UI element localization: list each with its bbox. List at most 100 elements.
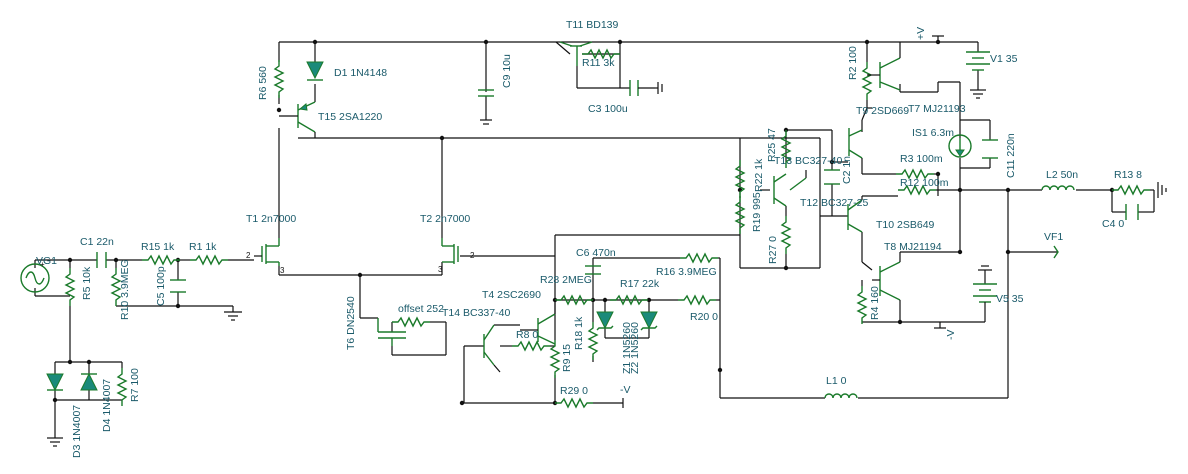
pin-t1-source: 3 <box>280 266 285 275</box>
label-d3: D3 1N4007 <box>71 405 83 458</box>
label-t4: T4 2SC2690 <box>482 289 541 301</box>
resistor-r1[interactable] <box>189 255 229 265</box>
label-vg1: VG1 <box>36 255 57 267</box>
label-r4: R4 160 <box>869 286 881 320</box>
transistor-t13[interactable] <box>773 173 807 207</box>
label-t2: T2 2n7000 <box>420 213 470 225</box>
label-t7: T7 MJ21193 <box>908 103 966 115</box>
label-r13: R13 8 <box>1114 169 1142 181</box>
transistor-t15[interactable] <box>279 101 316 138</box>
voltage-probe-vf1[interactable] <box>1053 245 1059 259</box>
label-t1: T1 2n7000 <box>246 213 296 225</box>
transistor-t4[interactable] <box>520 300 556 345</box>
resistor-r15[interactable] <box>141 255 181 265</box>
transistor-t12[interactable] <box>847 196 863 233</box>
label-r15: R15 1k <box>141 241 175 253</box>
label-r2: R2 100 <box>847 46 859 80</box>
ground-symbol-output <box>1157 182 1167 198</box>
capacitor-c2[interactable] <box>824 169 840 185</box>
label-c6: C6 470n <box>576 247 616 259</box>
resistor-r18[interactable] <box>588 321 598 361</box>
label-r28: R28 2MEG <box>540 274 592 286</box>
label-r20: R20 0 <box>690 311 718 323</box>
resistor-r8[interactable] <box>511 341 551 351</box>
pin-t2-gate: 2 <box>470 251 475 260</box>
inductor-l1[interactable] <box>824 393 858 399</box>
transistor-t11[interactable] <box>559 41 593 66</box>
resistor-r22[interactable] <box>735 159 745 199</box>
label-r19: R19 995 <box>751 192 763 232</box>
resistor-r6[interactable] <box>274 59 284 99</box>
resistor-r4[interactable] <box>857 285 867 325</box>
capacitor-c11[interactable] <box>982 139 998 159</box>
label-offset: offset 252 <box>398 303 444 315</box>
resistor-r13[interactable] <box>1111 185 1151 195</box>
diode-d4[interactable] <box>80 372 98 391</box>
component-labels: VG1 C1 22n R15 1k R1 1k T1 2n7000 T2 2n7… <box>36 19 1142 458</box>
capacitor-c4[interactable] <box>1125 204 1139 220</box>
label-r11: R11 3k <box>582 57 615 69</box>
label-r7: R7 100 <box>129 368 141 402</box>
label-c2: C2 1n <box>841 156 853 184</box>
label-t8: T8 MJ21194 <box>884 241 942 253</box>
ground-symbol-d3 <box>47 437 63 447</box>
resistor-r20[interactable] <box>677 295 717 305</box>
transistor-t1[interactable] <box>254 238 280 266</box>
label-r27: R27 0 <box>767 236 779 264</box>
junctions <box>52 39 1115 406</box>
resistor-r27[interactable] <box>781 215 791 255</box>
label-c3: C3 100u <box>588 103 628 115</box>
transistor-t6[interactable] <box>377 318 406 346</box>
inductor-l2[interactable] <box>1041 185 1075 191</box>
ground-symbol <box>224 311 242 321</box>
pin-t1-gate: 2 <box>246 251 251 260</box>
label-t10: T10 2SB649 <box>876 219 935 231</box>
transistor-t8[interactable] <box>872 252 901 306</box>
capacitor-c9[interactable] <box>478 89 494 125</box>
label-r16: R16 3.9MEG <box>656 266 717 278</box>
label-t14: T14 BC337-40 <box>442 307 510 319</box>
label-r22: R22 1k <box>753 158 765 192</box>
transistor-t14[interactable] <box>483 324 495 366</box>
transistor-t2[interactable] <box>441 238 459 264</box>
resistor-r16[interactable] <box>679 253 719 263</box>
label-c9: C9 10u <box>501 54 513 88</box>
label-c1: C1 22n <box>80 236 114 248</box>
zener-z2[interactable] <box>640 311 658 331</box>
label-z2: Z2 1N5260 <box>629 322 641 374</box>
label-is1: IS1 6.3m <box>912 127 954 139</box>
diode-d3[interactable] <box>46 373 64 392</box>
label-t13: T13 BC327-40 <box>774 155 842 167</box>
resistor-offset[interactable] <box>391 317 431 327</box>
label-r9: R9 15 <box>561 344 573 372</box>
label-vplus: +V <box>915 27 927 40</box>
resistor-r2[interactable] <box>862 61 872 101</box>
current-source-is1[interactable] <box>948 134 972 158</box>
capacitor-c6[interactable] <box>585 265 601 275</box>
label-r6: R6 560 <box>257 66 269 100</box>
label-r17: R17 22k <box>620 278 660 290</box>
resistor-r28[interactable] <box>554 295 594 305</box>
label-r3: R3 100m <box>900 153 943 165</box>
transistor-t7[interactable] <box>848 128 863 174</box>
label-r18: R18 1k <box>573 316 585 350</box>
resistor-r29[interactable] <box>554 398 594 408</box>
battery-v1[interactable] <box>966 51 990 99</box>
resistor-r17[interactable] <box>609 295 649 305</box>
signal-source-vg1[interactable]: + <box>20 260 50 293</box>
resistor-r5[interactable] <box>65 267 75 307</box>
transistor-t9[interactable] <box>867 42 901 91</box>
diode-d1[interactable] <box>306 61 324 81</box>
battery-v5[interactable] <box>973 265 997 306</box>
capacitor-c5[interactable] <box>170 279 186 293</box>
zener-z1[interactable] <box>596 311 614 331</box>
resistor-r19[interactable] <box>735 195 745 235</box>
label-r1: R1 1k <box>189 241 217 253</box>
capacitor-c1[interactable] <box>96 252 107 268</box>
capacitor-c3[interactable] <box>629 80 663 96</box>
label-v5: V5 35 <box>996 293 1024 305</box>
label-c11: C11 220n <box>1005 133 1017 178</box>
label-d4: D4 1N4007 <box>101 379 113 432</box>
label-r8: R8 0 <box>516 329 538 341</box>
